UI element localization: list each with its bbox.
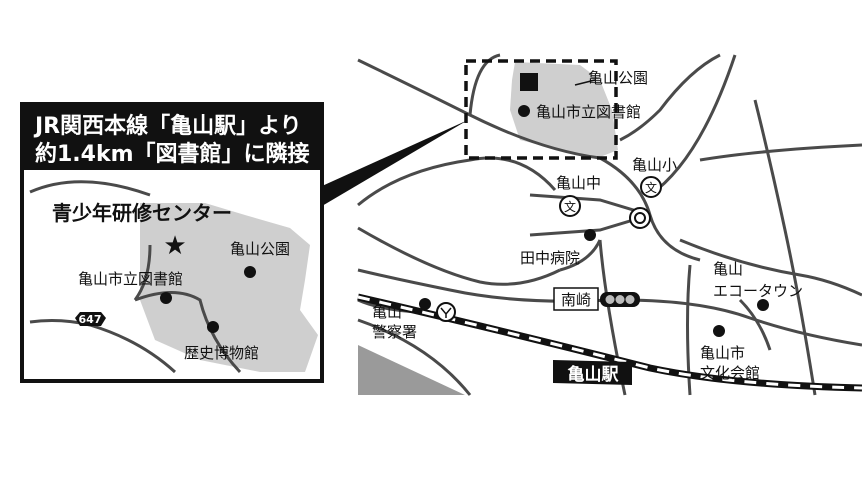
callout-header — [22, 104, 322, 170]
signal-name-box — [553, 287, 599, 311]
station-tag — [553, 360, 632, 385]
junior-high-label: 亀山中 — [556, 174, 601, 192]
youth-center-marker-icon — [520, 73, 538, 91]
culture-hall-label-1: 亀山市 — [700, 344, 745, 362]
police-station-icon — [436, 302, 456, 322]
highlight-box — [464, 59, 618, 160]
star-icon: ★ — [163, 231, 186, 261]
city-hall-inner-icon — [634, 212, 646, 224]
inset-library-dot — [160, 292, 172, 304]
inset-park-dot — [244, 266, 256, 278]
inset-panel: JR関西本線「亀山駅」より 約1.4km「図書館」に隣接 青少年研修センター ★… — [20, 102, 324, 383]
callout-line-2: 約1.4km「図書館」に隣接 — [35, 141, 310, 167]
signal-light-2-icon — [615, 295, 625, 304]
route-number: 647 — [79, 313, 102, 326]
callout-line-1: JR関西本線「亀山駅」より — [33, 113, 302, 139]
park-label: 亀山公園 — [588, 69, 648, 87]
police-symbol-icon — [440, 307, 452, 318]
mall-label-1: 亀山 — [713, 260, 743, 278]
rail-line-dash — [357, 295, 862, 390]
callout-pointer — [322, 120, 468, 206]
inset-library-label: 亀山市立図書館 — [78, 270, 183, 288]
inset-park-area — [140, 203, 318, 372]
hospital-label: 田中病院 — [520, 249, 580, 267]
police-label-1: 亀山 — [372, 303, 402, 321]
elementary-school-icon — [640, 176, 662, 198]
inset-park-label: 亀山公園 — [230, 240, 290, 258]
hospital-dot — [584, 229, 596, 241]
station-label: 亀山駅 — [568, 364, 620, 385]
inset-road-inner — [134, 291, 242, 374]
culture-hall-label-2: 文化会館 — [700, 364, 760, 382]
mall-label-2: エコータウン — [713, 282, 803, 300]
library-label: 亀山市立図書館 — [536, 103, 641, 121]
junior-high-icon — [559, 195, 581, 217]
culture-hall-dot — [713, 325, 725, 337]
river-area — [358, 345, 465, 395]
inset-road-top — [29, 180, 151, 197]
signal-light-3-icon — [625, 295, 635, 304]
inset-road-west — [133, 244, 152, 301]
signal-label: 南崎 — [561, 291, 591, 309]
park-leader-line — [574, 79, 596, 86]
main-map: 亀山公園 亀山市立図書館 亀山小 文 亀山中 文 田中病院 南崎 亀山 警察署 … — [357, 53, 862, 396]
library-dot — [518, 105, 530, 117]
inset-title: 青少年研修センター — [52, 201, 232, 225]
road-network — [357, 53, 862, 396]
police-label-2: 警察署 — [372, 323, 417, 341]
elementary-school-label: 亀山小 — [632, 156, 677, 174]
route-shield-icon — [75, 312, 106, 326]
elementary-school-symbol: 文 — [645, 180, 657, 195]
mall-dot — [757, 299, 769, 311]
signal-light-1-icon — [605, 295, 615, 304]
police-dot — [419, 298, 431, 310]
inset-museum-label: 歴史博物館 — [184, 344, 259, 362]
junior-high-symbol: 文 — [564, 199, 576, 214]
inset-museum-dot — [207, 321, 219, 333]
